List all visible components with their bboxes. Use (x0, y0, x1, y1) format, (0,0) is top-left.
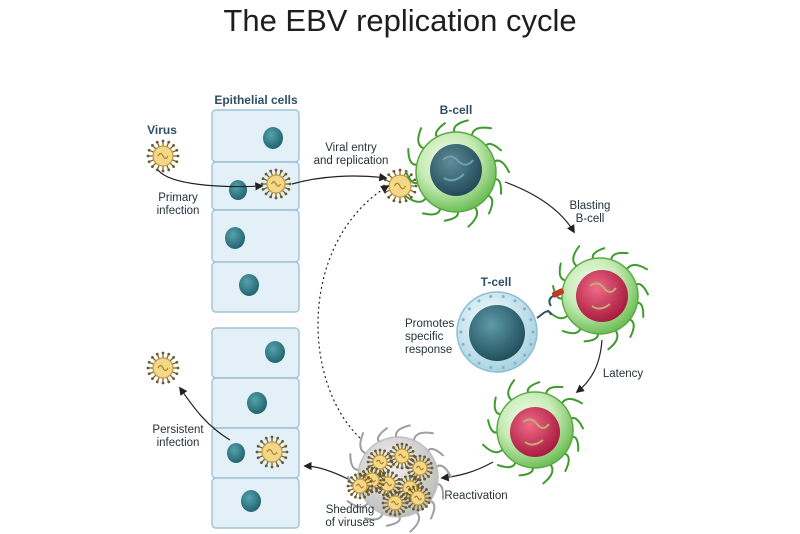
latency-arrow (575, 339, 603, 394)
virus-icon (374, 470, 402, 498)
b-cell-label: B-cell (439, 103, 473, 117)
t-cell-receptor-icon (536, 310, 552, 319)
diagram-title: The EBV replication cycle (223, 3, 577, 38)
epithelial-cell (211, 327, 300, 379)
virus-icon (146, 351, 180, 385)
b-cell (404, 119, 510, 228)
epithelial-cells-upper (211, 109, 300, 313)
viral-entry-arrow (291, 172, 388, 185)
epithelial-cells-lower (211, 327, 300, 529)
primary-infection-label: Primary infection (156, 192, 200, 217)
viral-entry-label: Viral entry and replication (313, 142, 389, 167)
nucleus-icon (265, 341, 285, 363)
nucleus-icon (227, 443, 245, 463)
arrows (157, 169, 603, 482)
nucleus-icon (239, 274, 259, 296)
virus-icon (260, 168, 292, 200)
virus-icon (346, 472, 374, 500)
virus-particles (146, 139, 418, 469)
t-cell-label: T-cell (480, 275, 512, 289)
reactivation-arrow (440, 461, 494, 482)
latency-label: Latency (602, 368, 644, 380)
blasting-b-cell-label: Blasting B-cell (569, 200, 611, 225)
t-cell (456, 291, 552, 373)
blasting-b-cell (547, 245, 649, 351)
epithelial-cell (211, 109, 300, 163)
receptor-icon (548, 288, 565, 307)
reactivation-label: Reactivation (444, 490, 508, 502)
nucleus-icon (225, 227, 245, 249)
nucleus-icon (241, 490, 261, 512)
blasting-nucleus (576, 270, 628, 322)
virus-icon (255, 435, 289, 469)
shedding-label: Shedding of viruses (325, 504, 375, 529)
virus-label: Virus (147, 123, 177, 137)
virus-icon (146, 139, 180, 173)
t-cell-surface (459, 295, 535, 369)
nucleus-icon (229, 180, 247, 200)
virus-icon (404, 484, 432, 512)
virus-icon (406, 454, 434, 482)
latent-b-cell (482, 379, 584, 485)
promotes-response-label: Promotes specific response (405, 318, 455, 356)
released-virions (346, 442, 434, 517)
nucleus-icon (247, 392, 267, 414)
nucleus-icon (263, 127, 283, 149)
epithelial-cell (211, 209, 300, 263)
to-blasting-arrow (504, 181, 575, 234)
shedding-arrow (303, 461, 351, 481)
b-cell-nucleus (430, 144, 482, 196)
epithelial-cell-infected (211, 427, 300, 479)
virus-icon (381, 489, 409, 517)
persistent-infection-arrow (179, 386, 231, 441)
primary-infection-arrow (157, 169, 264, 191)
persistent-infection-label: Persistent infection (152, 424, 204, 449)
t-cell-nucleus (469, 305, 525, 361)
epithelial-cells-label: Epithelial cells (214, 93, 298, 107)
reinfection-dotted-arrow (317, 185, 390, 439)
virus-icon (388, 442, 416, 470)
shedding-cell (346, 424, 452, 533)
latent-nucleus (510, 407, 560, 457)
